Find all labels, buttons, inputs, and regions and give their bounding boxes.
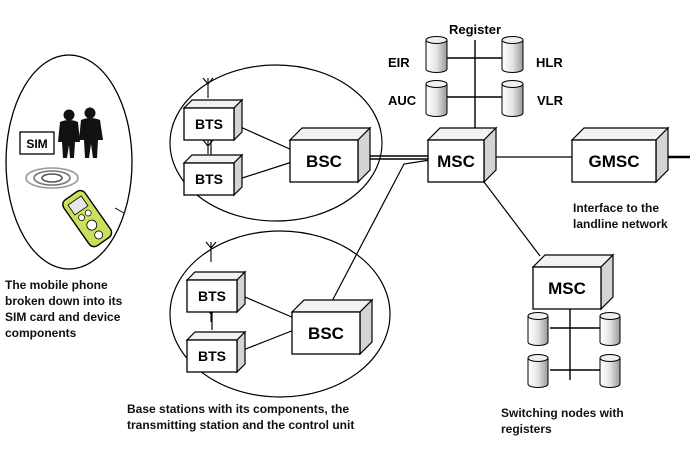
msc-node: MSC <box>531 253 615 311</box>
base-station-ellipse-top <box>169 64 383 222</box>
link-bts3-bsc2 <box>237 293 295 319</box>
bts-node: BTS <box>182 153 244 197</box>
database-cylinder-icon <box>425 36 448 73</box>
base-station-ellipse-bottom <box>169 230 391 398</box>
link-msc-msc2 <box>474 169 541 257</box>
antenna-icon <box>205 241 217 262</box>
gmsc-node: GMSC <box>570 126 670 184</box>
antennas <box>202 77 217 322</box>
bts-node: BTS <box>182 98 244 142</box>
vlr-label: VLR <box>537 93 564 108</box>
database-cylinder-icon <box>527 312 549 346</box>
gmsc-label: GMSC <box>589 152 640 171</box>
bts-node: BTS <box>185 330 247 374</box>
switching-nodes-caption: Switching nodes with registers <box>501 406 627 436</box>
database-cylinder-icon <box>599 354 621 388</box>
bsc-node: BSC <box>290 298 374 356</box>
link-bts4-bsc2 <box>237 329 295 353</box>
mobile-station-illustration: SIM <box>19 107 125 248</box>
eir-label: EIR <box>388 55 410 70</box>
link-msc-bsc2 <box>329 159 431 306</box>
phone-tick-mark <box>114 207 125 214</box>
auc-label: AUC <box>388 93 417 108</box>
hlr-label: HLR <box>536 55 563 70</box>
people-icon <box>58 107 103 158</box>
database-cylinder-icon <box>501 36 524 73</box>
gmsc-interface-caption: Interface to the landline network <box>573 201 668 231</box>
mobile-station-ellipse <box>5 54 133 270</box>
bsc-label: BSC <box>308 324 344 343</box>
mobile-phone-caption: The mobile phone broken down into its SI… <box>5 278 126 340</box>
database-cylinder-icon <box>527 354 549 388</box>
database-cylinder-icon <box>425 80 448 117</box>
sim-label: SIM <box>26 137 47 151</box>
msc-label: MSC <box>548 279 586 298</box>
bsc-label: BSC <box>306 152 342 171</box>
base-stations-caption: Base stations with its components, the t… <box>127 402 354 432</box>
link-bts2-bsc1 <box>235 161 293 181</box>
sim-card-icon: SIM <box>19 131 55 155</box>
radio-wave-icon <box>25 167 79 189</box>
register-databases <box>425 36 621 388</box>
database-cylinder-icon <box>599 312 621 346</box>
bts-label: BTS <box>195 116 223 132</box>
bts-label: BTS <box>195 171 223 187</box>
antenna-icon <box>202 77 214 98</box>
bts-label: BTS <box>198 288 226 304</box>
bsc-node: BSC <box>288 126 372 184</box>
bts-label: BTS <box>198 348 226 364</box>
link-bts1-bsc1 <box>235 124 293 151</box>
network-nodes: BTS BTS BSC MSC GMSC BTS BTS BSC MSC <box>182 98 670 374</box>
bts-node: BTS <box>185 270 247 314</box>
mobile-phone-icon <box>62 189 113 248</box>
database-cylinder-icon <box>501 80 524 117</box>
msc-label: MSC <box>437 152 475 171</box>
antenna-icon <box>202 138 214 154</box>
msc-node: MSC <box>426 126 498 184</box>
register-title: Register <box>449 22 501 37</box>
